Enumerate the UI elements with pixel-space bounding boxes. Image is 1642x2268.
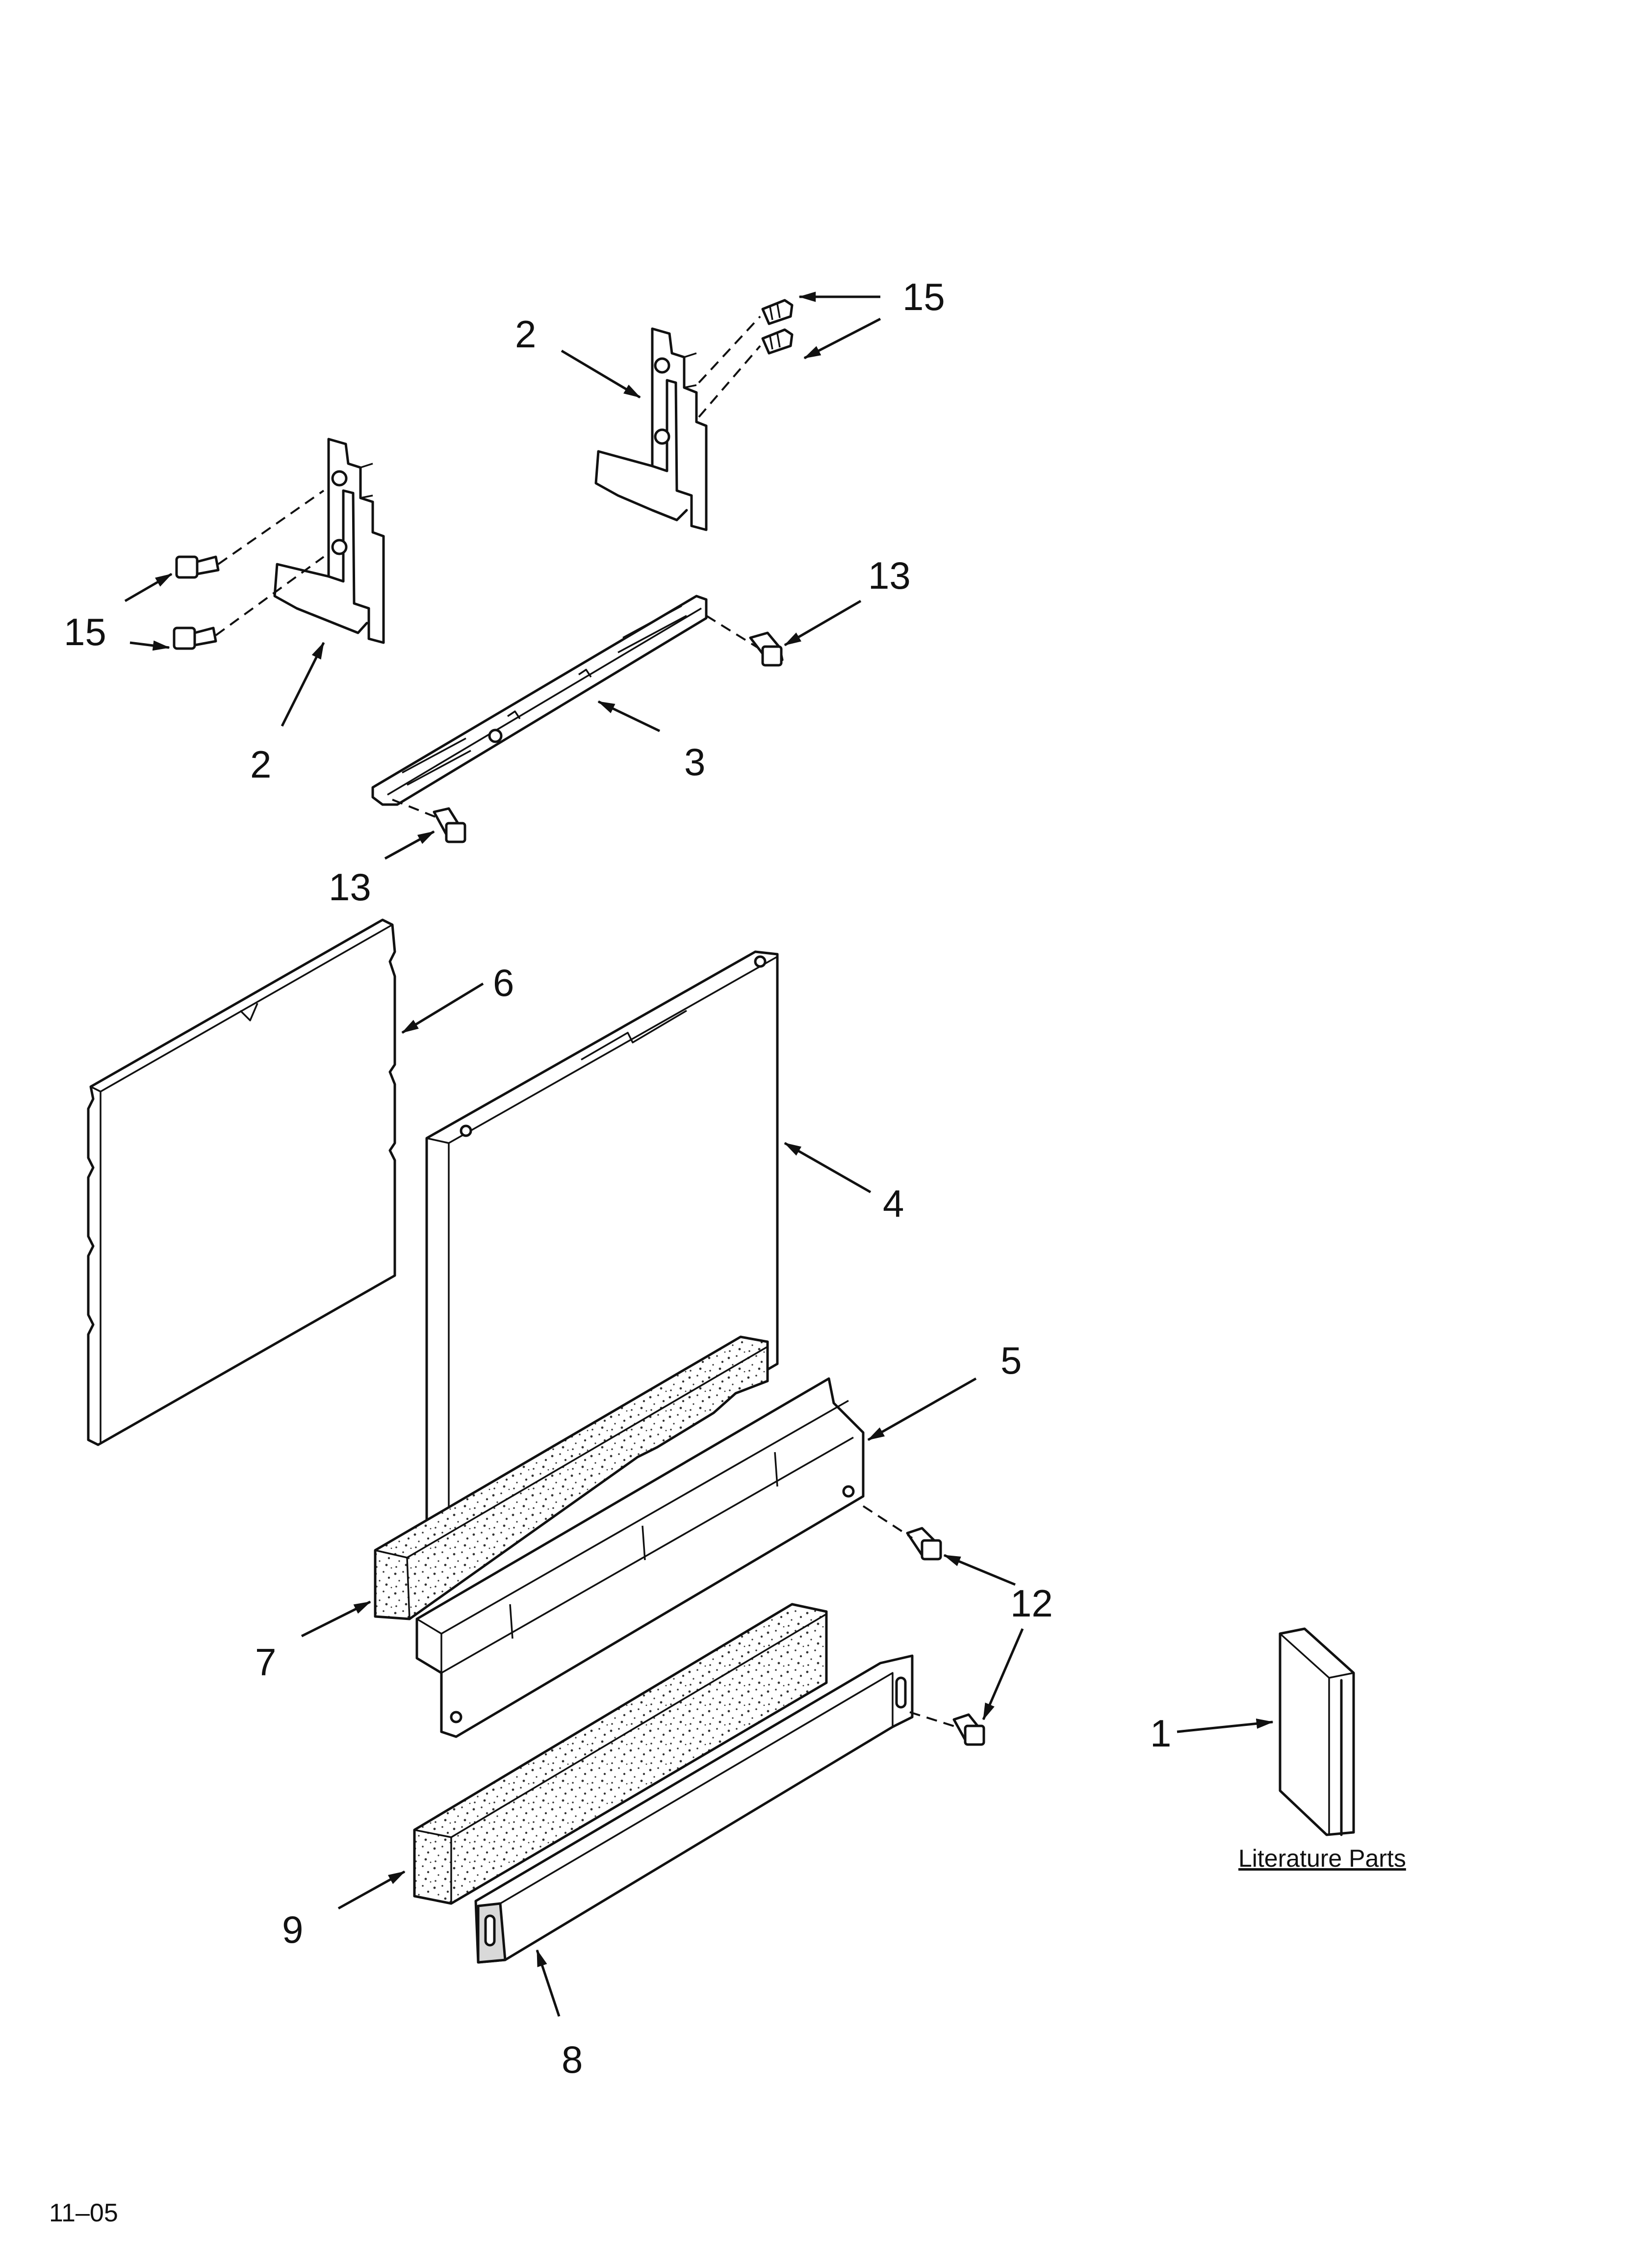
callout-15-left: 15 <box>64 610 106 653</box>
callout-4: 4 <box>883 1182 904 1225</box>
callout-6: 6 <box>493 961 514 1004</box>
screw-12-upper <box>906 1527 942 1561</box>
footer-code: 11–05 <box>49 2199 118 2227</box>
screw-13-right <box>749 631 784 667</box>
lower-channel-bracket <box>415 1377 865 1738</box>
screw-13-left <box>433 807 466 843</box>
callout-13-left: 13 <box>329 865 371 909</box>
callout-7: 7 <box>255 1641 276 1684</box>
callout-5: 5 <box>1001 1339 1022 1382</box>
callout-2-left: 2 <box>250 743 271 786</box>
callout-1: 1 <box>1150 1712 1171 1755</box>
hinge-bracket-right <box>594 327 708 531</box>
callout-12: 12 <box>1010 1582 1053 1625</box>
callout-2-top: 2 <box>515 313 536 356</box>
door-panel-liner <box>87 918 396 1446</box>
callout-15-top: 15 <box>902 275 945 318</box>
callout-3: 3 <box>684 740 705 783</box>
screw-15-upper <box>761 328 794 355</box>
callout-labels: 15 2 15 2 13 3 13 6 4 5 12 7 1 9 8 Liter… <box>49 275 1406 2227</box>
screw-15-top <box>761 299 794 325</box>
foam-insulation-strip-upper <box>374 1335 769 1620</box>
screw-15-left-upper <box>175 555 220 579</box>
installation-guides <box>215 315 957 1728</box>
screw-15-left-lower <box>173 626 217 650</box>
callout-8: 8 <box>562 2038 583 2081</box>
callout-13-right: 13 <box>868 554 911 597</box>
foam-insulation-block-lower <box>413 1603 828 1905</box>
callout-9: 9 <box>282 1908 303 1951</box>
hinge-bracket-left <box>273 438 385 644</box>
literature-booklet <box>1279 1627 1355 1836</box>
screw-12-lower <box>952 1713 985 1746</box>
leader-arrows <box>124 291 1274 2017</box>
mounting-rail <box>371 595 708 806</box>
toe-kick-plate <box>474 1654 914 1964</box>
literature-parts-label: Literature Parts <box>1238 1845 1406 1872</box>
